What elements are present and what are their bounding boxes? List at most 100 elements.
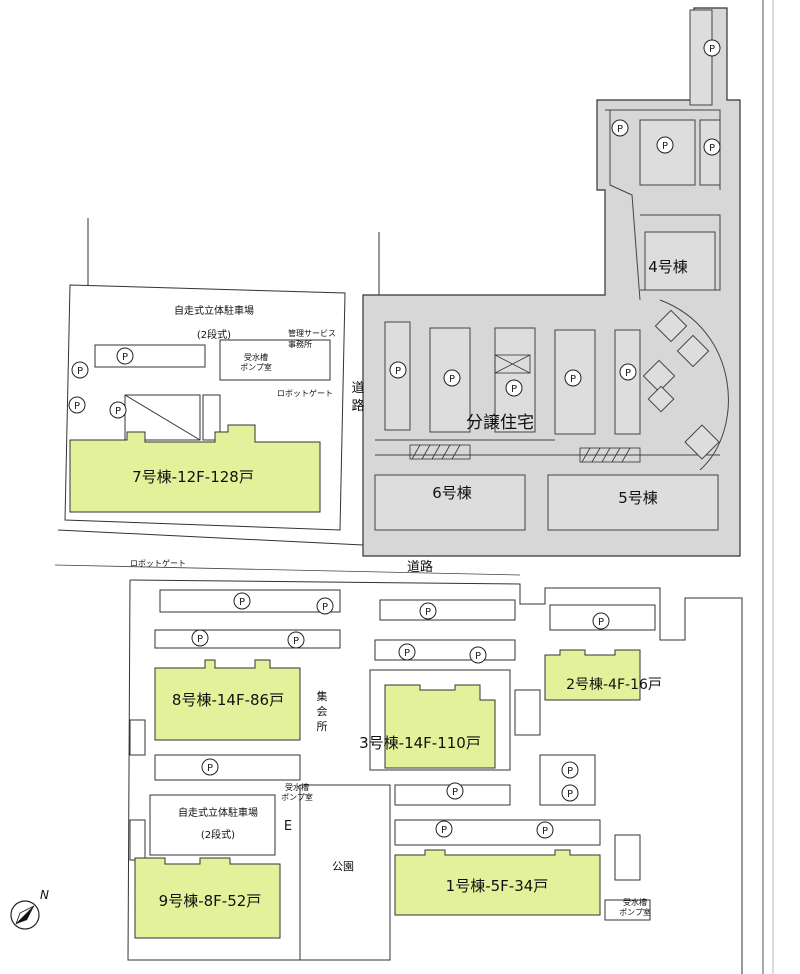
parking-deck-bottom-label-2: (2段式): [201, 828, 235, 841]
parking-icon: P: [316, 597, 334, 615]
parking-icon: P: [109, 401, 127, 419]
parking-icon: P: [505, 379, 523, 397]
robot-gate-top-label: ロボットゲート: [277, 388, 333, 398]
parking-symbols: P P P P P P P P P P P P P P P P P P P P …: [68, 39, 721, 839]
svg-text:P: P: [625, 368, 631, 379]
pump-room-bottom-label-1: 受水槽: [623, 897, 647, 907]
parking-icon: P: [469, 646, 487, 664]
parking-icon: P: [703, 138, 721, 156]
svg-text:P: P: [404, 648, 410, 659]
svg-text:P: P: [425, 607, 431, 618]
meeting-hall-label-2: 会: [317, 705, 328, 718]
service-office-label-2: 事務所: [288, 339, 312, 349]
svg-text:P: P: [122, 352, 128, 363]
svg-text:P: P: [617, 124, 623, 135]
svg-text:P: P: [197, 634, 203, 645]
svg-text:P: P: [567, 789, 573, 800]
building-7-label: 7号棟-12F-128戸: [132, 468, 254, 486]
block-7-outline: [57, 218, 380, 546]
building-2-label: 2号棟-4F-16戸: [566, 677, 662, 693]
meeting-hall-label-3: 所: [317, 720, 328, 733]
building-1: [394, 849, 601, 916]
pump-room-bottom-label-2: ポンプ室: [619, 907, 651, 917]
svg-text:P: P: [74, 401, 80, 412]
building-3: [384, 684, 496, 769]
parking-icon: P: [656, 136, 674, 154]
parking-icon: P: [611, 119, 629, 137]
meeting-hall-label-1: 集: [317, 689, 328, 703]
svg-text:P: P: [77, 366, 83, 377]
condo-hatch-marks: [409, 354, 641, 463]
condo-inner-lines: [374, 9, 729, 531]
parking-icon: P: [191, 629, 209, 647]
building-5-label: 5号棟: [618, 489, 658, 507]
svg-text:P: P: [475, 651, 481, 662]
building-6-label: 6号棟: [432, 484, 472, 502]
parking-icon: P: [287, 631, 305, 649]
parking-icon: P: [435, 820, 453, 838]
condo-label: 分譲住宅: [466, 413, 534, 433]
parking-icon: P: [564, 369, 582, 387]
building-9: [134, 857, 281, 939]
svg-text:P: P: [239, 597, 245, 608]
building-8-label: 8号棟-14F-86戸: [172, 691, 284, 709]
parking-icon: P: [233, 592, 251, 610]
service-office-label-1: 管理サービス: [288, 328, 336, 338]
building-3-label: 3号棟-14F-110戸: [359, 734, 481, 752]
parking-icon: P: [201, 758, 219, 776]
parking-icon: P: [561, 761, 579, 779]
parking-deck-top-label-1: 自走式立体駐車場: [174, 304, 254, 317]
road-horizontal-label: 道路: [407, 559, 433, 575]
park-label: 公園: [332, 860, 354, 873]
building-4-label: 4号棟: [648, 258, 688, 276]
svg-text:P: P: [207, 763, 213, 774]
svg-text:P: P: [511, 384, 517, 395]
svg-text:P: P: [115, 406, 121, 417]
parking-icon: P: [419, 602, 437, 620]
svg-text:P: P: [709, 44, 715, 55]
parking-icon: P: [561, 784, 579, 802]
svg-text:P: P: [395, 366, 401, 377]
north-label: N: [40, 888, 49, 902]
building-1-label: 1号棟-5F-34戸: [446, 877, 549, 895]
building-9-label: 9号棟-8F-52戸: [159, 892, 262, 910]
parking-deck-top-label-2: (2段式): [197, 328, 231, 341]
parking-icon: P: [536, 821, 554, 839]
parking-icon: P: [443, 369, 461, 387]
parking-deck-bottom-label-1: 自走式立体駐車場: [178, 806, 258, 819]
road-vertical-label-2: 路: [351, 398, 364, 414]
pump-room-top-label-1: 受水槽: [244, 352, 268, 362]
parking-icon: P: [116, 347, 134, 365]
parking-icon: P: [619, 363, 637, 381]
svg-text:P: P: [662, 141, 668, 152]
pump-room-top-label-2: ポンプ室: [240, 362, 272, 372]
parking-icon: P: [68, 396, 86, 414]
pump-room-mid-label-2: ポンプ室: [281, 792, 313, 802]
building-2: [544, 649, 641, 701]
svg-text:P: P: [567, 766, 573, 777]
road-edge-line: [54, 564, 521, 576]
parking-icon: P: [71, 361, 89, 379]
svg-text:P: P: [598, 617, 604, 628]
lower-site-outline: [127, 579, 743, 974]
svg-text:P: P: [570, 374, 576, 385]
building-8: [154, 659, 301, 741]
north-arrow-icon: N: [10, 888, 49, 930]
svg-text:P: P: [709, 143, 715, 154]
elevator-label: E: [284, 819, 292, 834]
pump-room-mid-label-1: 受水槽: [285, 782, 309, 792]
robot-gate-bottom-label: ロボットゲート: [130, 558, 186, 568]
svg-text:P: P: [441, 825, 447, 836]
road-vertical-label-1: 道: [351, 381, 364, 396]
parking-icon: P: [398, 643, 416, 661]
parking-icon: P: [592, 612, 610, 630]
parking-icon: P: [703, 39, 721, 57]
svg-text:P: P: [322, 602, 328, 613]
svg-text:P: P: [293, 636, 299, 647]
svg-text:P: P: [452, 787, 458, 798]
parking-icon: P: [446, 782, 464, 800]
svg-text:P: P: [542, 826, 548, 837]
svg-text:P: P: [449, 374, 455, 385]
parking-icon: P: [389, 361, 407, 379]
